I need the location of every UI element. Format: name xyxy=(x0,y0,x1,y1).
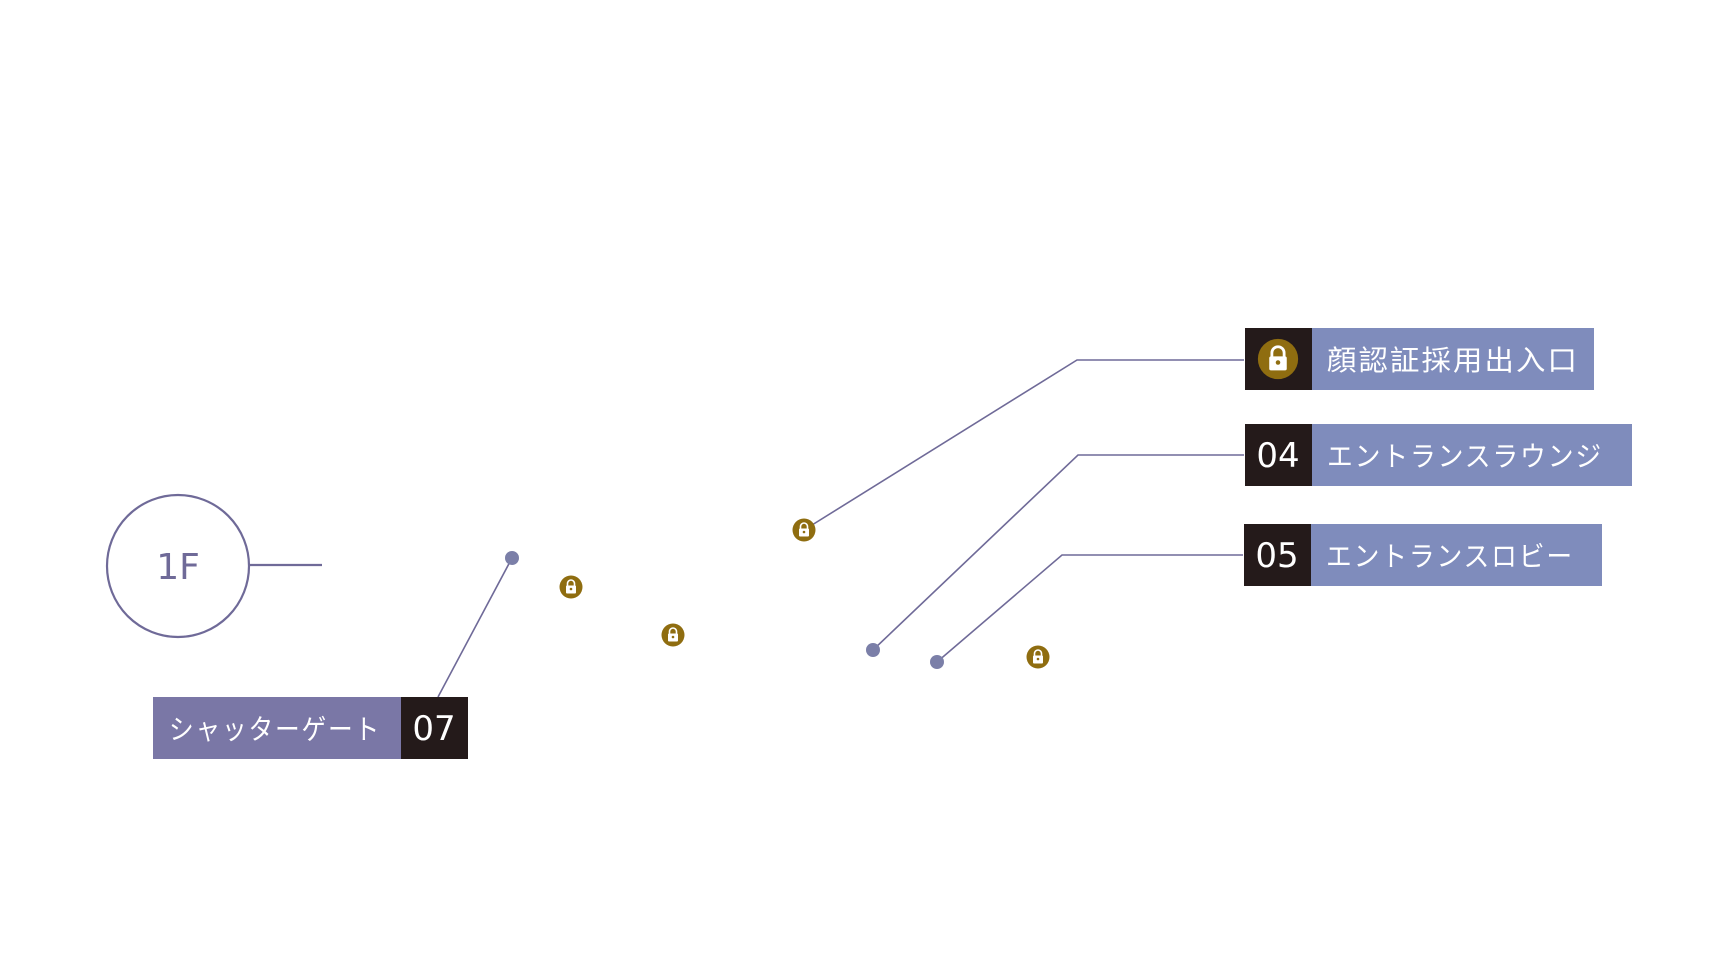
lock-marker[interactable] xyxy=(1026,645,1050,669)
callout-number-box xyxy=(1244,524,1311,586)
callout-label-box xyxy=(1312,328,1594,390)
callout-number-box xyxy=(401,697,468,759)
location-dot-entrance-lounge[interactable] xyxy=(866,643,880,657)
leader-line-shutter-gate xyxy=(437,557,513,698)
callout-label-text: シャッターゲート xyxy=(169,713,381,746)
leader-lines xyxy=(437,359,1244,698)
callout-label-text: 顔認証採用出入口 xyxy=(1327,344,1579,377)
callout-label-text: エントランスラウンジ xyxy=(1327,440,1603,473)
callout-entrance-lobby[interactable]: 05 エントランスロビー xyxy=(1244,524,1602,586)
callout-number: 05 xyxy=(1255,536,1298,576)
lock-marker[interactable] xyxy=(559,575,583,599)
leader-line-face-entrance xyxy=(803,359,1244,531)
floor-label: 1F xyxy=(156,547,200,588)
callout-entrance-lounge[interactable]: 04 エントランスラウンジ xyxy=(1245,424,1632,486)
callout-label-text: エントランスロビー xyxy=(1326,540,1574,573)
callout-label-box xyxy=(153,697,401,759)
location-dots xyxy=(505,551,944,669)
callout-number-box xyxy=(1245,424,1312,486)
callout-face-entrance[interactable]: 顔認証採用出入口 xyxy=(1245,328,1594,390)
callout-label-box xyxy=(1311,524,1602,586)
floor-indicator: 1F xyxy=(105,493,322,639)
lock-marker[interactable] xyxy=(661,623,685,647)
location-dot-shutter-gate[interactable] xyxy=(505,551,519,565)
lock-marker[interactable] xyxy=(792,518,816,542)
leader-line-entrance-lobby xyxy=(936,554,1243,663)
callout-shutter-gate[interactable]: シャッターゲート 07 xyxy=(153,697,468,759)
lock-icon xyxy=(1257,338,1299,380)
location-dot-entrance-lobby[interactable] xyxy=(930,655,944,669)
callout-label-box xyxy=(1312,424,1632,486)
callout-number: 07 xyxy=(412,709,455,749)
callout-number: 04 xyxy=(1256,436,1299,476)
leader-line-entrance-lounge xyxy=(872,454,1244,651)
lock-markers xyxy=(559,518,1050,669)
